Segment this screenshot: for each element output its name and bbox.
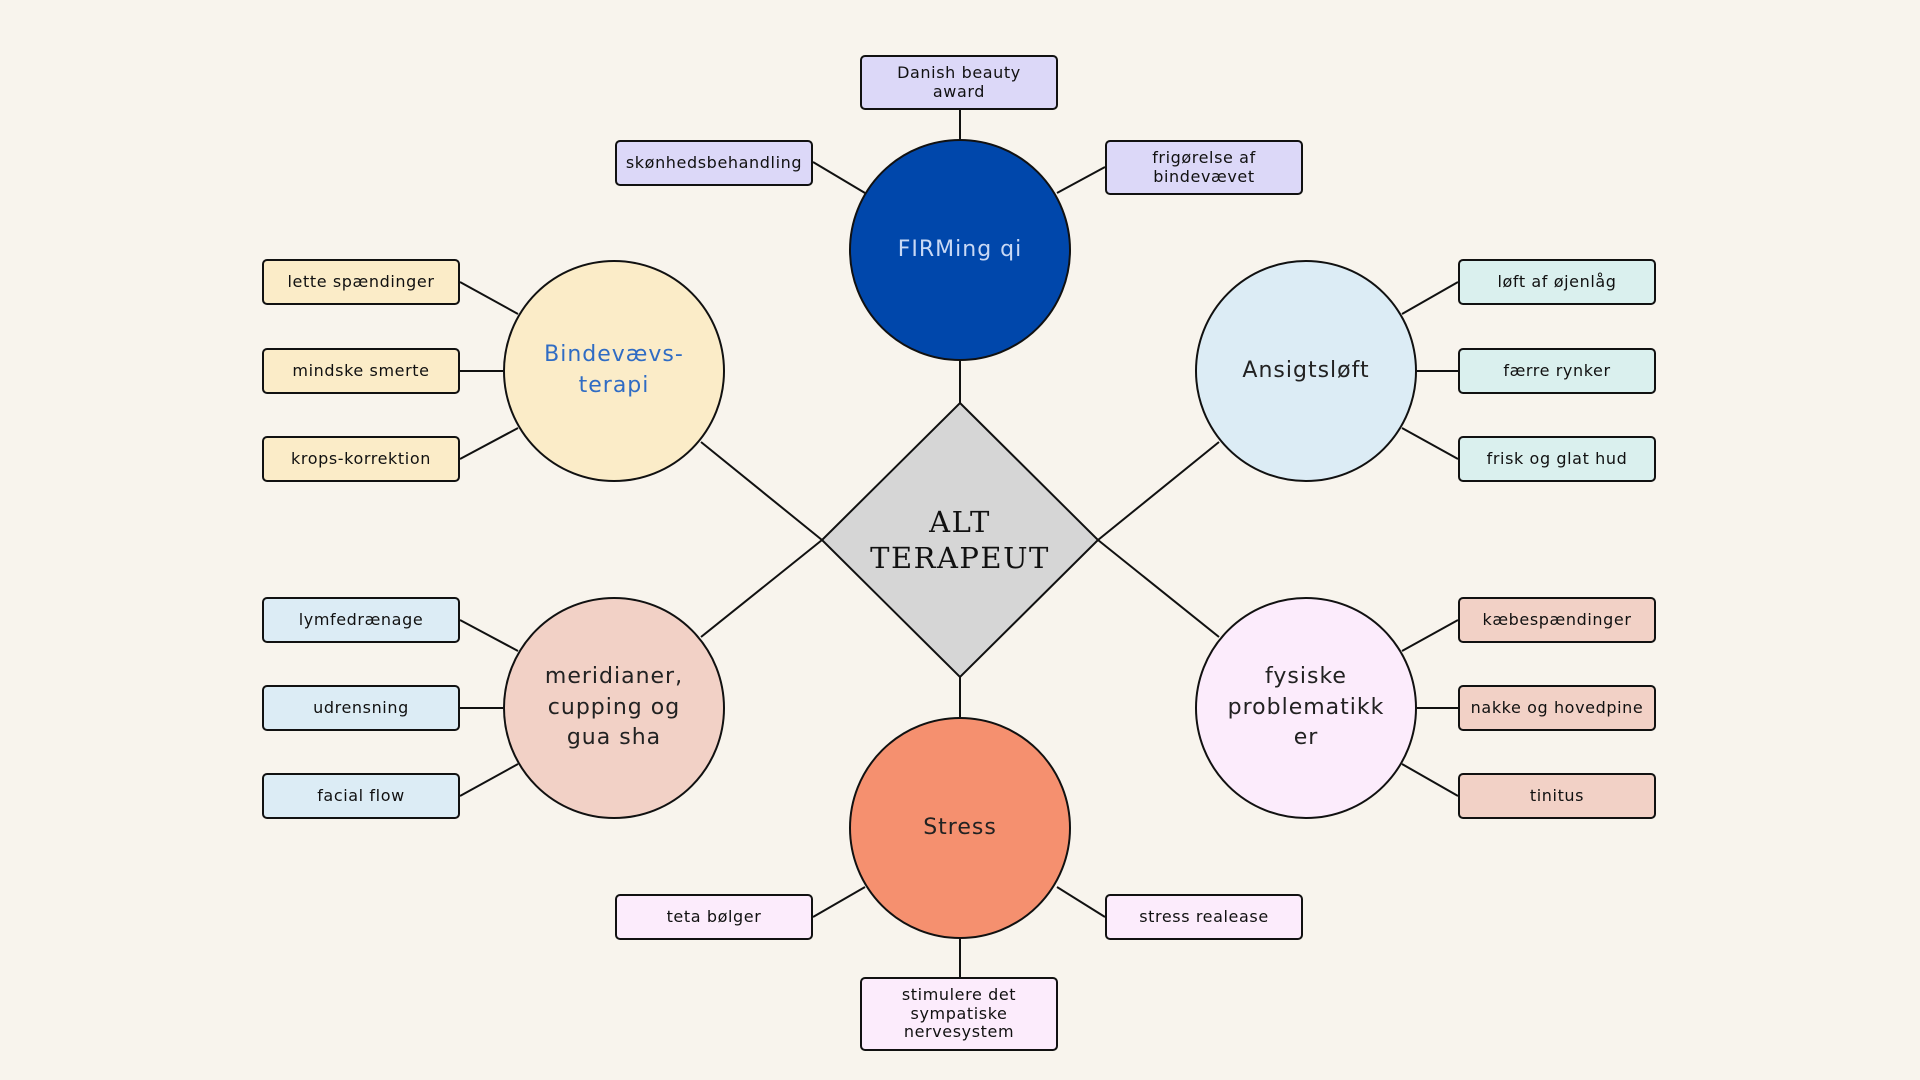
connector-line [700,539,823,638]
leaf-node: kæbespændinger [1458,597,1656,643]
leaf-label-line: krops-korrektion [291,448,431,468]
connector-line [1401,427,1459,460]
leaf-label-line: mindske smerte [292,360,430,380]
topic-label-line: Bindevævs- [544,342,684,368]
topic-node-ansigt: Ansigtsløft [1195,260,1417,482]
center-diamond [820,401,1100,679]
connector-line [459,427,519,460]
leaf-label-line: udrensning [313,697,409,717]
connector-line [459,619,519,652]
leaf-label-line: sympatiske [910,1003,1008,1023]
topic-node-stress: Stress [849,717,1071,939]
leaf-node: stress realease [1105,894,1303,940]
topic-label-line: FIRMing qi [897,236,1023,262]
topic-label-line: gua sha [566,725,662,751]
leaf-label-line: frisk og glat hud [1486,448,1628,468]
leaf-label-line: lette spændinger [287,271,435,291]
leaf-label-line: færre rynker [1503,360,1611,380]
connector-line [1401,619,1459,652]
connector-line [1056,886,1106,918]
topic-label-line: cupping og [547,694,681,720]
leaf-label-line: tinitus [1529,785,1585,805]
leaf-node: facial flow [262,773,460,819]
leaf-label-line: løft af øjenlåg [1497,271,1617,291]
topic-node-meridian: meridianer, cupping og gua sha [503,597,725,819]
leaf-node: færre rynker [1458,348,1656,394]
leaf-label-line: stress realease [1139,906,1269,926]
leaf-label-line: award [932,81,986,101]
leaf-node: tinitus [1458,773,1656,819]
leaf-node: frisk og glat hud [1458,436,1656,482]
leaf-node: lette spændinger [262,259,460,305]
center-label-line-1: ALT [929,504,991,539]
leaf-node: lymfedrænage [262,597,460,643]
leaf-label-line: kæbespændinger [1482,609,1632,629]
leaf-label-line: facial flow [317,785,405,805]
topic-label-line: fysiske [1265,663,1347,689]
connector-line [812,161,866,194]
topic-node-firming: FIRMing qi [849,139,1071,361]
topic-label-line: problematikk [1227,694,1385,720]
leaf-node: løft af øjenlåg [1458,259,1656,305]
leaf-node: krops-korrektion [262,436,460,482]
center-label: ALT TERAPEUT [810,495,1110,585]
topic-label-line: er [1293,725,1319,751]
leaf-label-line: lymfedrænage [298,609,424,629]
connector-line [700,441,823,541]
connector-line [459,763,519,797]
leaf-node: teta bølger [615,894,813,940]
leaf-label-line: Danish beauty [897,63,1021,83]
leaf-label-line: nakke og hovedpine [1470,697,1644,717]
connector-line [1056,166,1106,194]
connector-line [1401,281,1459,315]
leaf-label-line: nervesystem [903,1022,1015,1042]
connector-line [459,281,519,315]
topic-node-bindevaev: Bindevævs-terapi [503,260,725,482]
leaf-node: skønhedsbehandling [615,140,813,186]
leaf-label-line: frigørelse af [1152,148,1256,168]
leaf-node: udrensning [262,685,460,731]
topic-node-fysiske: fysiske problematikk er [1195,597,1417,819]
leaf-label-line: teta bølger [666,906,762,926]
connector-line [1097,441,1220,541]
connector-line [812,886,866,918]
leaf-label-line: stimulere det [901,985,1017,1005]
topic-label-line: Stress [923,814,997,840]
connector-line [1401,763,1459,797]
topic-label-line: Ansigtsløft [1242,357,1370,383]
connector-line [1097,539,1220,638]
topic-label-line: meridianer, [544,663,684,689]
leaf-node: mindske smerte [262,348,460,394]
leaf-label-line: bindevævet [1153,166,1255,186]
leaf-label-line: skønhedsbehandling [625,152,803,172]
center-label-line-2: TERAPEUT [870,541,1050,575]
topic-label-line: terapi [578,373,650,398]
leaf-node: nakke og hovedpine [1458,685,1656,731]
